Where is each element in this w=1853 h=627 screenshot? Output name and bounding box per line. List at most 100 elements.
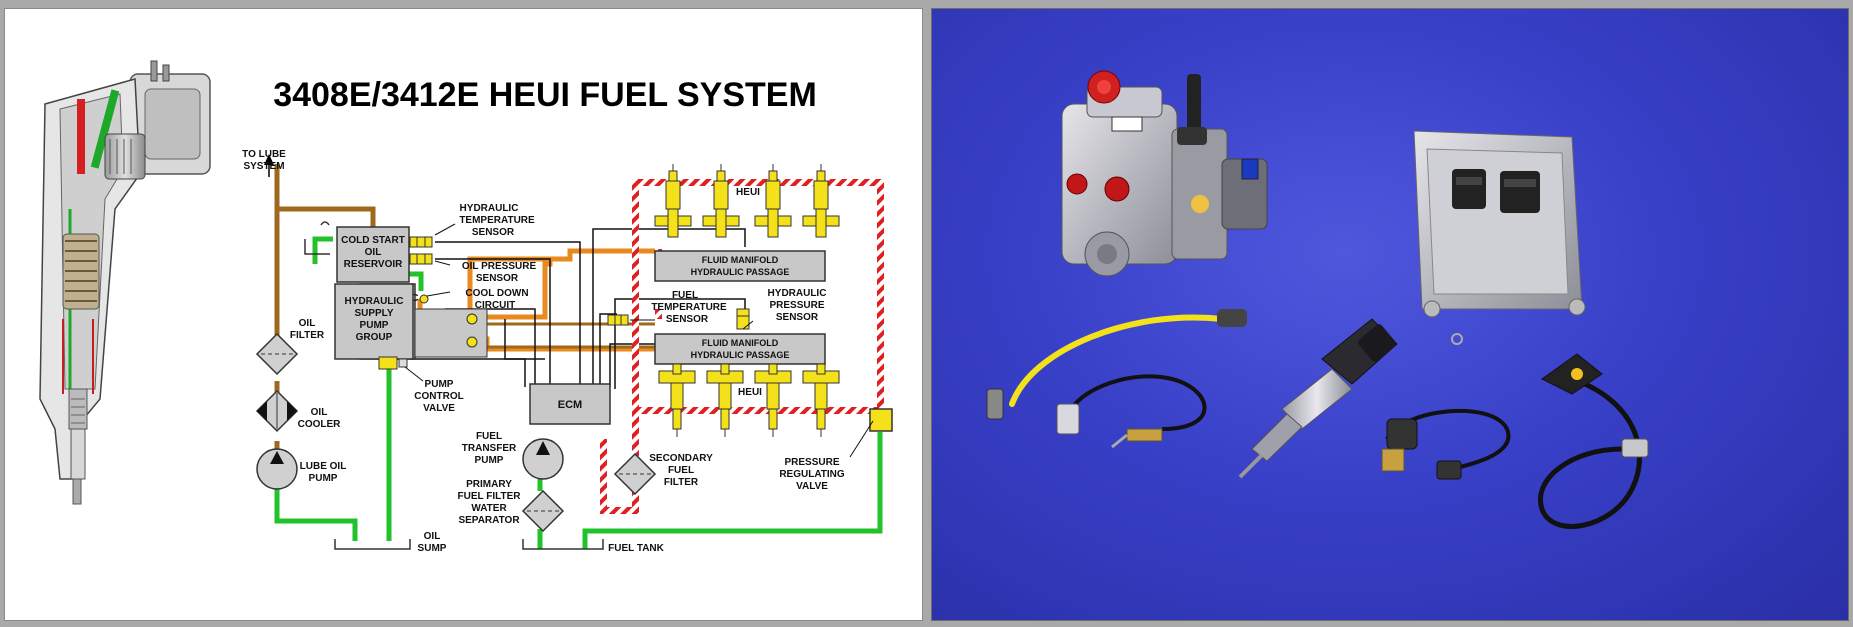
lube-oil-pump-icon — [256, 448, 298, 490]
fuel-transfer-pump-label: FUEL — [476, 431, 502, 442]
oil-sump-label: OIL — [424, 531, 441, 542]
pressure-regulating-label: VALVE — [796, 481, 828, 492]
heui-top-label: HEUI — [736, 187, 760, 198]
fuel-tank-label: FUEL TANK — [608, 543, 665, 554]
svg-text:HYDRAULIC PASSAGE: HYDRAULIC PASSAGE — [691, 350, 790, 360]
lube-oil-line — [274, 164, 376, 449]
heui-injector — [754, 164, 792, 238]
secondary-filter-label: FILTER — [664, 477, 699, 488]
oil-filter-label: FILTER — [290, 330, 325, 341]
hydraulic-pressure-label: PRESSURE — [769, 300, 824, 311]
heui-bottom-label: HEUI — [738, 387, 762, 398]
fluid-manifold-bottom: FLUID MANIFOLD HYDRAULIC PASSAGE — [654, 333, 826, 365]
fuel-temperature-label: SENSOR — [666, 314, 709, 325]
fuel-temperature-sensor — [607, 314, 629, 326]
oil-pressure-label: OIL PRESSURE — [462, 261, 537, 272]
heui-injector — [802, 164, 840, 238]
pump-control-valve-label: VALVE — [423, 403, 455, 414]
injector-spring — [62, 233, 100, 310]
hydraulic-supply-label: GROUP — [356, 332, 393, 343]
fuel-temperature-label: FUEL — [672, 290, 698, 301]
fuel-transfer-pump-label: TRANSFER — [462, 443, 517, 454]
oil-cooler-label: COOLER — [298, 419, 342, 430]
to-lube-arrow-icon — [264, 154, 274, 165]
hydraulic-supply-pump-body — [334, 283, 414, 360]
hydraulic-supply-label: SUPPLY — [354, 308, 393, 319]
cold-start-oil-reservoir: COLD START OIL RESERVOIR — [336, 226, 410, 283]
heui-injector — [1238, 318, 1398, 479]
oil-filter-icon — [255, 332, 299, 376]
svg-text:FLUID MANIFOLD: FLUID MANIFOLD — [702, 338, 779, 348]
pump-control-valve — [378, 356, 408, 370]
hydraulic-supply-label: PUMP — [360, 320, 389, 331]
hydraulic-pressure-label: HYDRAULIC — [768, 288, 827, 299]
secondary-fuel-filter-icon — [613, 452, 657, 496]
heui-injector — [654, 164, 692, 238]
oil-sump-bracket — [334, 539, 411, 550]
ecm-box: ECM — [529, 383, 611, 425]
injection-pump — [1061, 70, 1268, 277]
fuel-tank-bracket — [522, 539, 604, 550]
ecm-module — [1413, 130, 1586, 345]
oil-cooler-label: OIL — [311, 407, 328, 418]
diagram-title: 3408E/3412E HEUI FUEL SYSTEM — [273, 76, 817, 114]
lube-oil-pump-label: LUBE OIL — [300, 461, 347, 472]
primary-filter-label: WATER — [471, 503, 507, 514]
oil-pressure-sensor — [409, 253, 433, 265]
cold-start-cup — [304, 221, 330, 255]
cool-down-valve-icon — [419, 294, 429, 304]
oil-pressure-label: SENSOR — [476, 273, 519, 284]
svg-text:COLD START: COLD START — [341, 235, 405, 246]
speed-sensor-harness — [1538, 353, 1649, 529]
secondary-filter-label: SECONDARY — [649, 453, 713, 464]
hydraulic-temperature-label: HYDRAULIC — [460, 203, 519, 214]
pressure-regulating-valve-icon — [869, 408, 893, 432]
cool-down-label: CIRCUIT — [475, 300, 516, 311]
injector-solenoid — [104, 133, 146, 180]
fluid-manifold-top: FLUID MANIFOLD HYDRAULIC PASSAGE — [654, 250, 826, 282]
heui-injector — [706, 363, 744, 437]
to-lube-label: TO LUBE — [242, 149, 286, 160]
pump-control-valve-label: PUMP — [425, 379, 454, 390]
injector-cutaway-illustration — [39, 60, 211, 505]
svg-text:HYDRAULIC PASSAGE: HYDRAULIC PASSAGE — [691, 267, 790, 277]
component-photo-panel — [931, 8, 1849, 621]
heui-injectors-bottom — [658, 363, 840, 437]
pressure-sensor-harness — [1381, 408, 1511, 480]
heui-injectors-top — [654, 164, 840, 238]
pressure-regulating-label: REGULATING — [779, 469, 845, 480]
fuel-transfer-pump-icon — [522, 438, 564, 480]
hydraulic-temperature-label: TEMPERATURE — [459, 215, 535, 226]
hydraulic-pressure-label: SENSOR — [776, 312, 819, 323]
fuel-system-diagram: 3408E/3412E HEUI FUEL SYSTEM — [39, 60, 893, 554]
pressure-regulating-label: PRESSURE — [784, 457, 839, 468]
heui-injector — [754, 363, 792, 437]
oil-cooler-icon — [255, 389, 299, 433]
check-valve-icon — [466, 336, 478, 348]
check-valve-icon — [466, 313, 478, 325]
heui-injector — [802, 363, 840, 437]
hydraulic-temperature-sensor — [409, 236, 433, 248]
oil-sump-label: SUMP — [418, 543, 447, 554]
primary-filter-label: PRIMARY — [466, 479, 512, 490]
lube-oil-pump-label: PUMP — [309, 473, 338, 484]
component-photo — [986, 70, 1649, 529]
ecm-label: ECM — [558, 399, 582, 411]
svg-text:RESERVOIR: RESERVOIR — [344, 259, 403, 270]
secondary-filter-label: FUEL — [668, 465, 694, 476]
hydraulic-temperature-label: SENSOR — [472, 227, 515, 238]
fuel-transfer-pump-label: PUMP — [475, 455, 504, 466]
to-lube-label: SYSTEM — [243, 161, 284, 172]
primary-filter-label: SEPARATOR — [458, 515, 520, 526]
heui-injector — [702, 164, 740, 238]
primary-fuel-filter-icon — [521, 489, 565, 533]
cool-down-label: COOL DOWN — [465, 288, 528, 299]
temperature-sensor-harness — [986, 309, 1247, 449]
svg-text:OIL: OIL — [365, 247, 382, 258]
oil-filter-label: OIL — [299, 318, 316, 329]
diagram-panel: 3408E/3412E HEUI FUEL SYSTEM — [4, 8, 923, 621]
fuel-temperature-label: TEMPERATURE — [651, 302, 727, 313]
heui-injector — [658, 363, 696, 437]
svg-text:FLUID MANIFOLD: FLUID MANIFOLD — [702, 255, 779, 265]
pump-control-valve-label: CONTROL — [414, 391, 463, 402]
